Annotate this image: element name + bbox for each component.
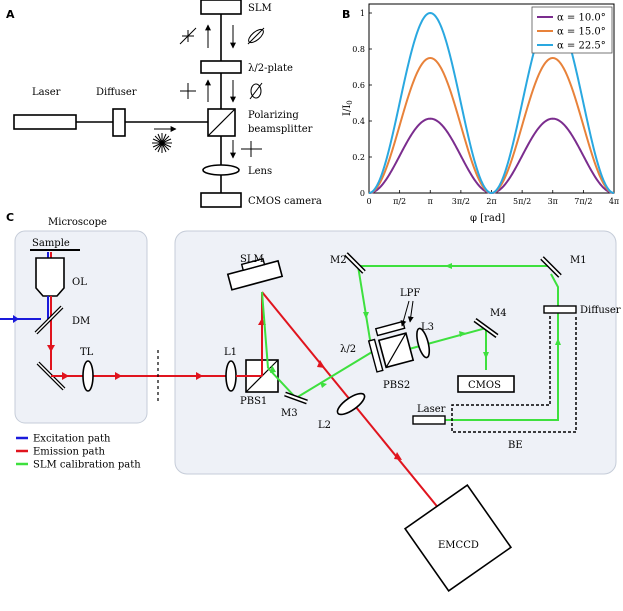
pbs1-label: PBS1 <box>240 396 267 407</box>
microscope-label: Microscope <box>48 217 107 228</box>
y-tick-label: 0.8 <box>352 45 365 54</box>
unpolarized-starburst-icon <box>152 133 172 153</box>
sample-label: Sample <box>32 238 70 249</box>
polarization-symbols-middle <box>180 79 263 103</box>
path-legend-label: SLM calibration path <box>33 460 141 471</box>
emccd-label: EMCCD <box>438 540 479 551</box>
lpf-label: LPF <box>400 288 420 299</box>
laser-label: Laser <box>32 87 61 98</box>
slm-c <box>226 257 284 291</box>
l1-label: L1 <box>224 347 237 358</box>
panel-b-label: B <box>342 8 350 21</box>
emccd-camera <box>403 483 513 593</box>
legend-entry: α = 15.0° <box>557 27 606 38</box>
panel-c-label: C <box>6 211 14 224</box>
excitation-arrow <box>13 315 19 323</box>
diffuser-label: Diffuser <box>96 87 137 98</box>
panel-a: A SLM λ/2-plate <box>6 0 322 208</box>
pbs-label-line1: Polarizing <box>248 110 299 121</box>
path-legend-label: Emission path <box>33 447 105 458</box>
y-tick-label: 0.4 <box>352 117 365 126</box>
axis-ticks: 0 π/2 π 3π/2 2π 5π/2 3π 7π/2 4π 0 0.2 0.4 0.6 0.8 1 <box>352 9 619 206</box>
slm-label: SLM <box>248 3 272 14</box>
legend-entry: α = 10.0° <box>557 13 606 24</box>
half-wave-c-label: λ/2 <box>340 344 356 355</box>
cmos-camera-box <box>200 192 242 208</box>
tl-label: TL <box>80 347 94 358</box>
l2-label: L2 <box>318 420 331 431</box>
panel-a-label: A <box>6 8 15 21</box>
chart-legend: α = 10.0° α = 15.0° α = 22.5° <box>531 6 613 54</box>
ol-label: OL <box>72 277 87 288</box>
microscope-box <box>14 230 148 424</box>
x-tick-label: 5π/2 <box>513 197 531 206</box>
cmos-c-box <box>457 375 515 393</box>
slm-c-label: SLM <box>240 254 264 265</box>
x-tick-label: 0 <box>366 197 371 206</box>
half-wave-label: λ/2-plate <box>248 63 293 74</box>
y-axis-label: I/I0 <box>342 100 354 116</box>
x-tick-label: 3π/2 <box>452 197 470 206</box>
be-label: BE <box>508 440 523 451</box>
x-tick-label: 2π <box>486 197 496 206</box>
tube-lens <box>82 360 94 392</box>
y-tick-label: 0.2 <box>352 153 365 162</box>
series-curves <box>368 11 615 195</box>
legend-entry: α = 22.5° <box>557 41 606 52</box>
cmos-c-label: CMOS <box>468 380 501 391</box>
slm-box <box>200 0 242 15</box>
pbs2-assembly <box>367 320 431 373</box>
y-tick-label: 0.6 <box>352 81 365 90</box>
laser-c-label: Laser <box>417 404 446 415</box>
diffuser-c-label: Diffuser <box>580 305 621 316</box>
m3-label: M3 <box>281 408 298 419</box>
series-line-3 <box>368 11 615 195</box>
half-wave-plate <box>200 60 242 74</box>
objective-lens <box>35 257 65 297</box>
lens-l2 <box>336 392 366 416</box>
pbs2-label: PBS2 <box>383 380 410 391</box>
x-tick-label: 4π <box>609 197 619 206</box>
laser-box <box>13 114 77 130</box>
m4-label: M4 <box>490 308 507 319</box>
x-tick-label: 7π/2 <box>574 197 592 206</box>
lens-label: Lens <box>248 166 272 177</box>
diffuser-plate <box>112 108 126 137</box>
diffuser-c <box>543 305 577 314</box>
path-legend-label: Excitation path <box>33 434 111 445</box>
panel-c: C Microscope Sample OL DM TL <box>0 211 621 593</box>
x-tick-label: 3π <box>548 197 558 206</box>
l3-label: L3 <box>421 322 434 333</box>
x-tick-label: π/2 <box>393 197 406 206</box>
y-tick-label: 0 <box>360 189 365 198</box>
beam-expander-outline <box>451 316 577 433</box>
camera-label: CMOS camera <box>248 196 322 207</box>
laser-c-box <box>412 415 446 425</box>
x-tick-label: π <box>428 197 433 206</box>
x-axis-label: φ [rad] <box>470 213 505 224</box>
m2-label: M2 <box>330 255 347 266</box>
lens-l1 <box>225 360 237 392</box>
y-tick-label: 1 <box>360 9 365 18</box>
pbs-label-line2: beamsplitter <box>248 124 313 135</box>
lens <box>202 164 240 176</box>
dm-label: DM <box>72 316 90 327</box>
polarization-symbols-top <box>179 24 265 49</box>
m1-label: M1 <box>570 255 587 266</box>
